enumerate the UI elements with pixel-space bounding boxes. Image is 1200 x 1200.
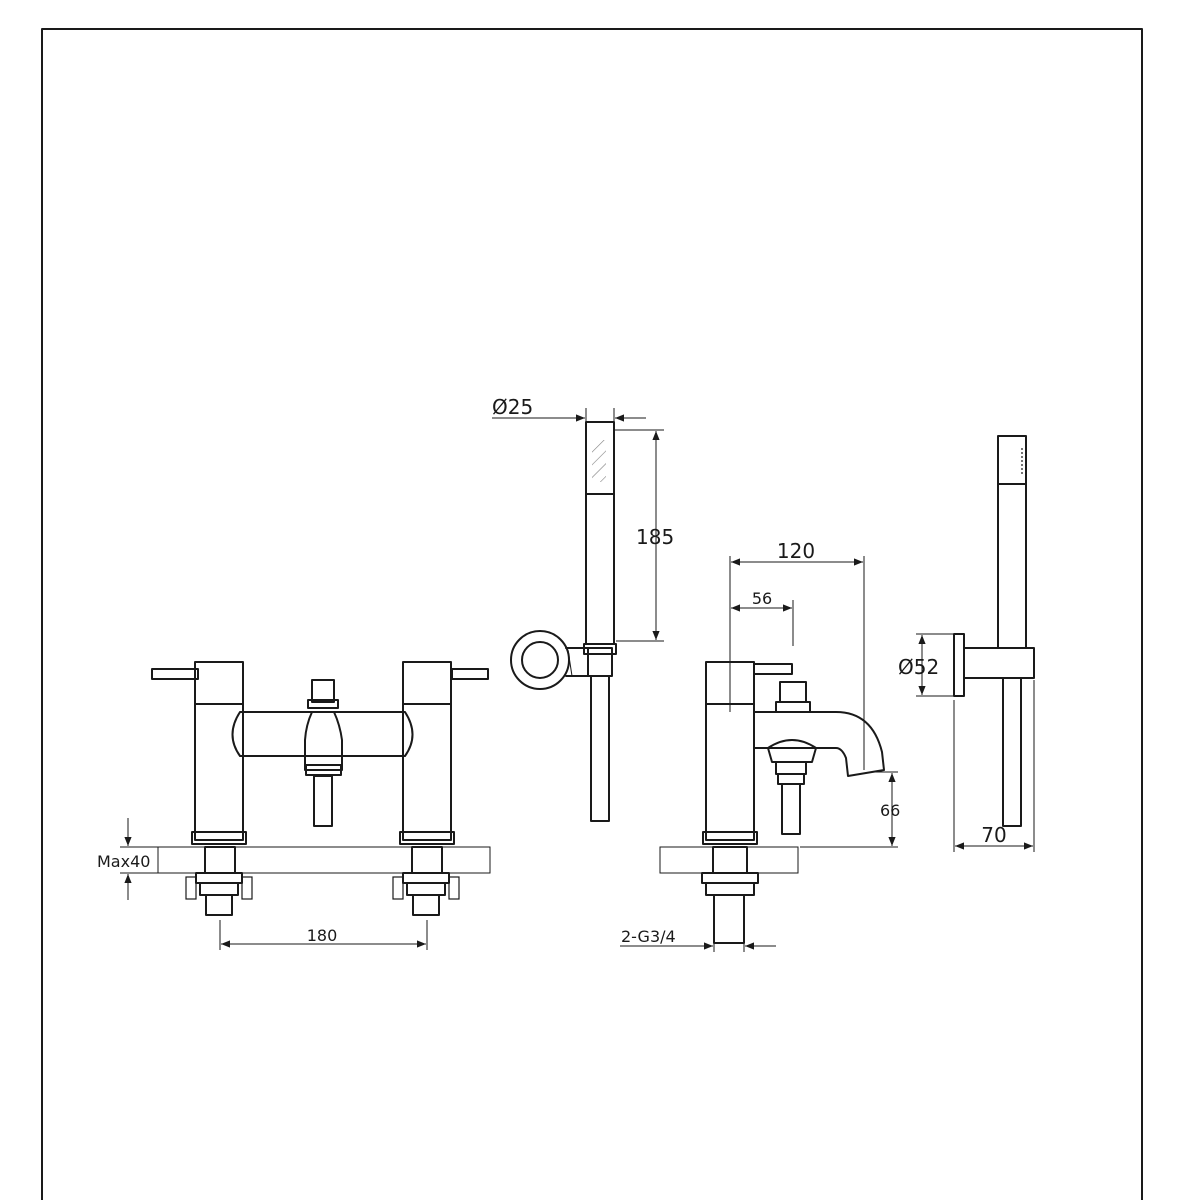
- hose-tail-side: [781, 783, 801, 835]
- right-lever-icon: [451, 668, 489, 680]
- shower-hose-icon: [590, 675, 610, 822]
- deck-hatch-side: [659, 846, 799, 874]
- side-shower-hose-icon: [1002, 677, 1022, 827]
- side-diverter-knob-icon: [779, 681, 807, 703]
- dim-handset-length: 185: [636, 525, 674, 549]
- wall-plate-icon: [953, 633, 965, 697]
- dim-spout-reach: 120: [777, 539, 815, 563]
- handset-side-view: Ø52 70: [898, 435, 1035, 852]
- bridge-body: [231, 711, 414, 757]
- handset-front-view: Ø25 185: [492, 395, 674, 822]
- right-pillar: [402, 661, 452, 705]
- diverter-knob-icon: [311, 679, 335, 703]
- dim-wall-bracket-diameter: Ø52: [898, 655, 939, 679]
- wall-bracket-ring-icon: [510, 630, 570, 690]
- dim-max-deck-thickness: Max40: [97, 852, 150, 871]
- front-view-bath-shower-mixer: 180 Max40: [97, 661, 491, 950]
- spout-front: [304, 711, 343, 771]
- spray-nozzles-icon: [592, 440, 606, 482]
- left-pillar: [194, 661, 244, 705]
- dim-handle-offset: 56: [752, 589, 772, 608]
- spout-side: [753, 711, 885, 777]
- drawing-frame: [41, 28, 1143, 1200]
- dim-tap-centres: 180: [307, 926, 338, 945]
- dim-bracket-projection: 70: [981, 823, 1006, 847]
- deck-hatch-front: [157, 846, 491, 874]
- dim-shower-head-diameter: Ø25: [492, 395, 533, 419]
- dim-inlet-thread: 2-G3/4: [621, 927, 676, 946]
- hose-tail-front: [313, 775, 333, 827]
- side-lever-icon: [753, 663, 793, 675]
- dim-spout-height: 66: [880, 801, 900, 820]
- handset-body: [585, 493, 615, 645]
- side-view-bath-shower-mixer: 120 56 66 2-G3/4: [620, 539, 900, 952]
- left-lever-icon: [151, 668, 199, 680]
